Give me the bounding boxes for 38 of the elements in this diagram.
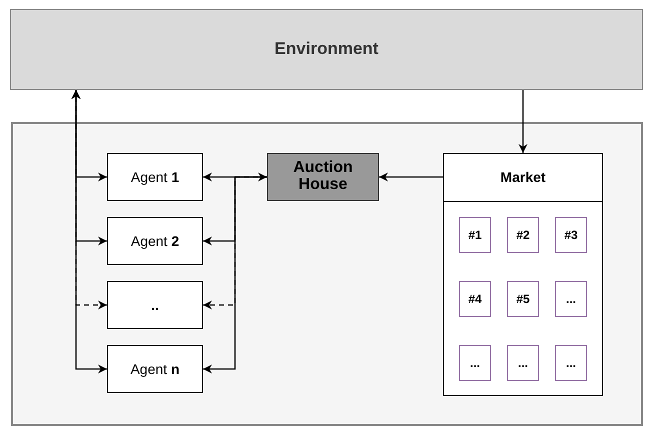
market-box (443, 153, 603, 396)
item-slot (507, 217, 539, 253)
item-slot (459, 217, 491, 253)
auction-house-box (267, 153, 379, 201)
agent-box (107, 153, 203, 201)
node-label: Auction House (292, 160, 354, 194)
item-slot (555, 281, 587, 317)
item-slot (507, 345, 539, 381)
node-label: Environment (274, 39, 378, 60)
item-slot (555, 345, 587, 381)
arrow (203, 172, 267, 182)
arrow (379, 172, 443, 182)
node-label: Agent 2 (130, 232, 180, 250)
agent-box (107, 345, 203, 393)
node-label: #1 (468, 228, 482, 242)
node-label: #5 (516, 292, 530, 306)
node-label: Agent 1 (130, 168, 180, 186)
node-label: .. (151, 296, 159, 314)
node-label: #4 (468, 292, 482, 306)
item-slot (507, 281, 539, 317)
node-label: ... (470, 356, 480, 370)
item-slot (459, 281, 491, 317)
market-heading: Market (444, 154, 602, 202)
item-slot (555, 217, 587, 253)
item-slot (459, 345, 491, 381)
environment-box (10, 9, 643, 90)
agent-box (107, 281, 203, 329)
node-label: #3 (564, 228, 578, 242)
arrow (518, 90, 528, 153)
arrow (72, 90, 107, 374)
node-label: #2 (516, 228, 530, 242)
agent-box (107, 217, 203, 265)
node-label: ... (518, 356, 528, 370)
arrow (203, 176, 267, 374)
node-label: ... (566, 292, 576, 306)
container-panel (11, 122, 643, 426)
node-label: ... (566, 356, 576, 370)
node-label: Agent n (130, 360, 180, 378)
